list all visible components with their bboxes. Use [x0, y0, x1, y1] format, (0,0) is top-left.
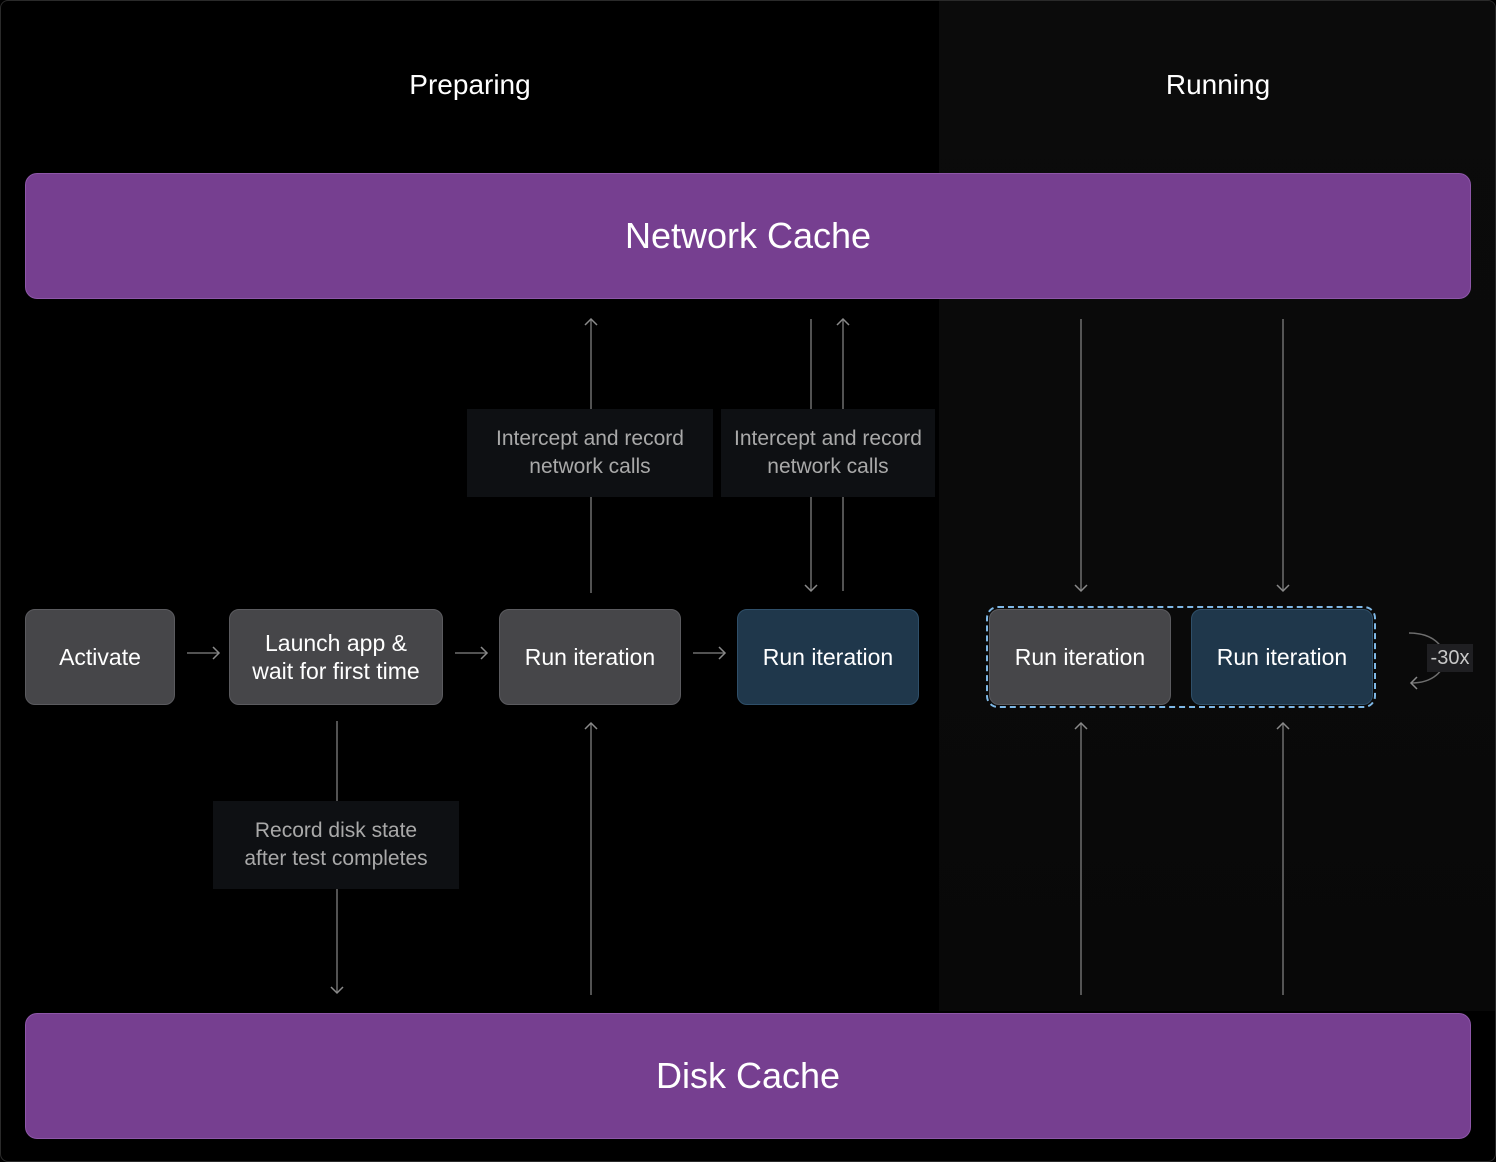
network-cache-bar: Network Cache — [25, 173, 1471, 299]
note-record-disk: Record disk state after test completes — [213, 801, 459, 889]
running-phase-background — [939, 1, 1495, 1011]
step-run-iteration-4-label: Run iteration — [1216, 644, 1348, 670]
step-run-iteration-1: Run iteration — [499, 609, 681, 705]
step-run-iteration-2-label: Run iteration — [762, 644, 894, 670]
note-intercept-1-text: Intercept and record network calls — [496, 427, 684, 478]
step-launch-app-label: Launch app & wait for first time — [252, 630, 420, 684]
step-run-iteration-3-label: Run iteration — [1014, 644, 1146, 670]
phase-label-running: Running — [1165, 69, 1271, 100]
running-loop-group — [986, 606, 1376, 708]
step-activate: Activate — [25, 609, 175, 705]
step-activate-label: Activate — [59, 644, 141, 670]
step-run-iteration-3: Run iteration — [989, 609, 1171, 705]
note-record-disk-text: Record disk state after test completes — [244, 819, 428, 870]
note-intercept-2: Intercept and record network calls — [721, 409, 935, 497]
disk-cache-bar: Disk Cache — [25, 1013, 1471, 1139]
step-launch-app: Launch app & wait for first time — [229, 609, 443, 705]
step-run-iteration-1-label: Run iteration — [524, 644, 656, 670]
note-intercept-2-text: Intercept and record network calls — [734, 427, 922, 478]
step-run-iteration-2: Run iteration — [737, 609, 919, 705]
note-intercept-1: Intercept and record network calls — [467, 409, 713, 497]
step-run-iteration-4: Run iteration — [1191, 609, 1373, 705]
phase-label-preparing: Preparing — [409, 69, 531, 100]
loop-count-label: -30x — [1427, 644, 1473, 672]
